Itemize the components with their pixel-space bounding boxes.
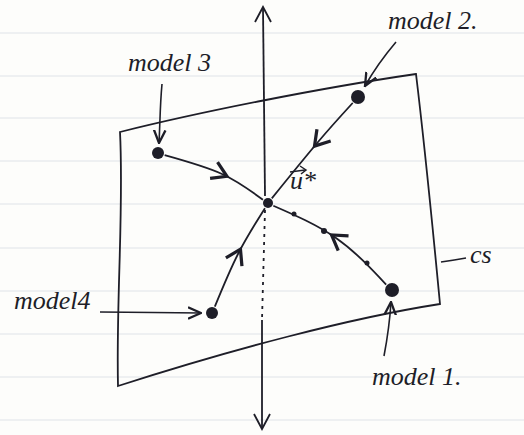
point-dot xyxy=(351,90,365,104)
model-point: model4 xyxy=(14,286,91,316)
convergence-path xyxy=(272,103,353,198)
vertical-axis xyxy=(254,7,271,429)
point-label: model 2. xyxy=(388,6,478,36)
surface-outline xyxy=(118,74,440,386)
model-point: u* xyxy=(290,166,316,196)
surface-label: cs xyxy=(470,240,492,270)
point-dot xyxy=(206,307,218,319)
point-label: model 1. xyxy=(372,362,462,392)
point-dot xyxy=(263,198,273,208)
leader-lines xyxy=(100,42,466,356)
model-point: model 2. xyxy=(388,6,478,36)
point-label: model 3 xyxy=(128,48,211,78)
point-dot xyxy=(385,283,399,297)
point-label: model4 xyxy=(14,286,91,316)
model-point: model 3 xyxy=(128,48,211,78)
convergence-path xyxy=(273,206,386,285)
model-point: model 1. xyxy=(372,362,462,392)
point-dot xyxy=(152,147,164,159)
convergence-path xyxy=(165,155,263,200)
point-label: u* xyxy=(290,166,316,196)
convergence-path xyxy=(215,208,265,306)
